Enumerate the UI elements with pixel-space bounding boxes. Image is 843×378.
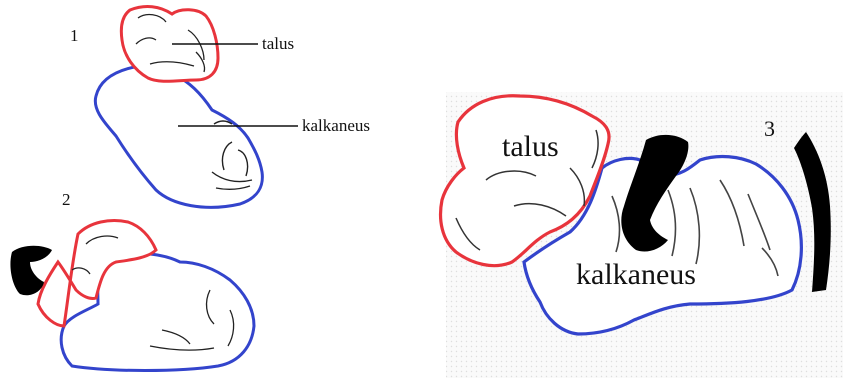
kalkaneus-label-1: kalkaneus [302, 116, 370, 136]
panel-3 [441, 92, 843, 378]
panel-2 [10, 221, 254, 371]
kalkaneus-outline-1 [95, 66, 262, 207]
figure-number-2: 2 [62, 190, 71, 210]
talus-label-1: talus [262, 34, 294, 54]
figure-number-3: 3 [764, 116, 775, 142]
figure-number-1: 1 [70, 26, 79, 46]
kalkaneus-label-3: kalkaneus [576, 258, 696, 292]
talus-label-3: talus [502, 130, 559, 164]
